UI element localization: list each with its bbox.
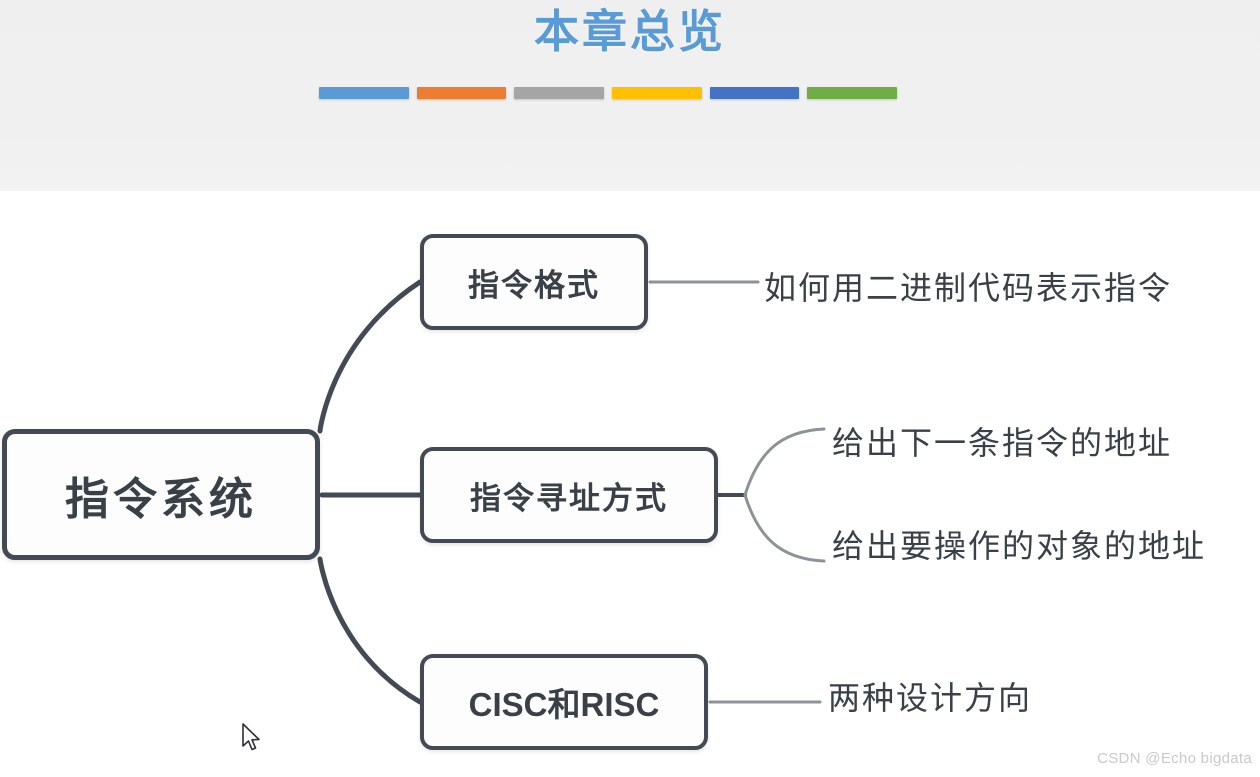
mindmap-node-addressing[interactable]: 指令寻址方式 [420,447,718,543]
mindmap-canvas: 指令系统 指令格式 指令寻址方式 CISC和RISC 如何用二进制代码表示指令 … [0,191,1260,777]
mindmap-node-root[interactable]: 指令系统 [2,429,320,560]
accent-bar-blue [319,87,409,99]
accent-bar-orange [416,87,507,99]
mindmap-leaf-addressing-1: 给出下一条指令的地址 [832,425,1173,461]
watermark: CSDN @Echo bigdata [1097,750,1252,767]
accent-bar-gold [612,87,702,99]
accent-bar-green [807,87,898,99]
mindmap-node-format[interactable]: 指令格式 [420,234,648,330]
mindmap-node-cisc-risc[interactable]: CISC和RISC [420,654,708,750]
slide-header: 本章总览 [0,0,1260,191]
connector-addressing-to-leaf-2 [743,493,826,563]
mindmap-leaf-addressing-2: 给出要操作的对象的地址 [832,528,1207,564]
connector-root-to-cisc-risc [317,556,423,705]
accent-bar-group [319,87,898,99]
connector-addressing-to-leaf-1 [743,427,826,497]
mindmap-leaf-format-1: 如何用二进制代码表示指令 [764,270,1173,306]
page-title: 本章总览 [533,5,726,58]
mindmap-leaf-cisc-risc-1: 两种设计方向 [828,680,1033,716]
accent-bar-gray [514,87,605,99]
accent-bar-dark-blue [709,87,800,99]
connector-root-to-format [317,279,423,434]
mindmap-connectors [317,279,826,705]
